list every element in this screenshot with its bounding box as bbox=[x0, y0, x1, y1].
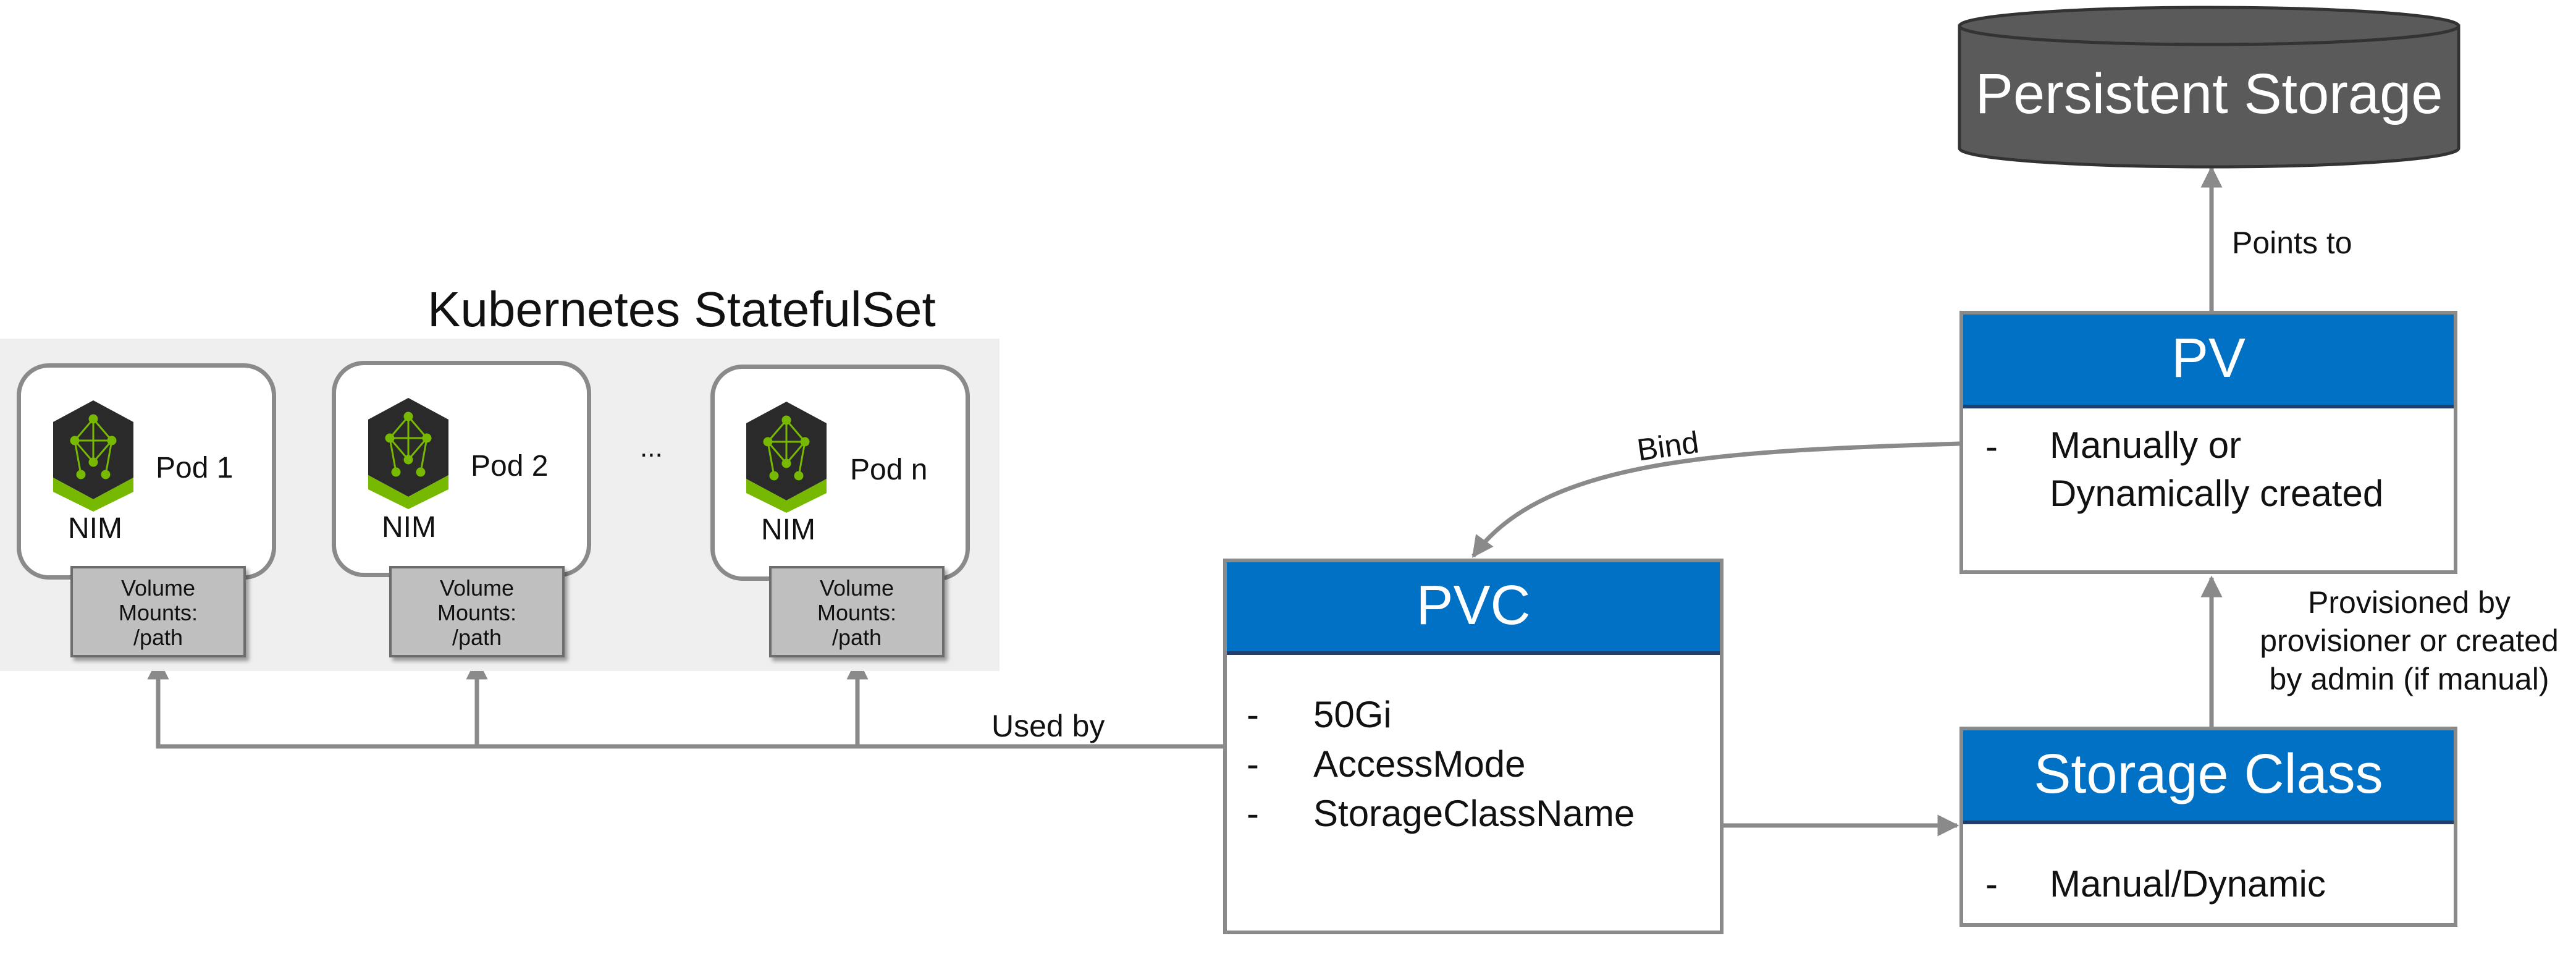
volume-mounts-line1: Volume bbox=[120, 575, 196, 601]
pod-label-n: Pod n bbox=[850, 454, 928, 486]
bind-connector bbox=[1471, 441, 1960, 558]
volume-mounts-path: /path bbox=[831, 625, 882, 650]
volume-mounts-line2: Mounts: bbox=[437, 600, 517, 625]
nim-label-1: NIM bbox=[68, 512, 122, 545]
pod-label-1: Pod 1 bbox=[156, 452, 234, 484]
provisioned-line2: provisioner or created bbox=[2260, 623, 2559, 658]
pvc-bullet: - bbox=[1247, 694, 1259, 735]
pv-item-line2: Dynamically created bbox=[2050, 473, 2384, 514]
pvc-item-size: 50Gi bbox=[1313, 694, 1392, 735]
volume-mounts-path: /path bbox=[133, 625, 183, 650]
pod-label-2: Pod 2 bbox=[471, 450, 549, 483]
pvc-title: PVC bbox=[1416, 575, 1531, 636]
volume-mounts-path: /path bbox=[452, 625, 502, 650]
points-to-label: Points to bbox=[2232, 226, 2352, 260]
volume-mounts-line2: Mounts: bbox=[817, 600, 897, 625]
provisioned-line1: Provisioned by bbox=[2308, 585, 2511, 620]
pvc-item-storage-class-name: StorageClassName bbox=[1313, 793, 1635, 834]
storage-class-item: Manual/Dynamic bbox=[2050, 863, 2326, 905]
pvc-item-access-mode: AccessMode bbox=[1313, 743, 1526, 785]
persistent-storage-title: Persistent Storage bbox=[1975, 62, 2443, 125]
nim-label-2: NIM bbox=[382, 511, 436, 544]
pv-item-line1: Manually or bbox=[2050, 424, 2242, 466]
nim-cube-icon bbox=[53, 400, 133, 512]
persistent-storage-cylinder bbox=[1958, 6, 2460, 169]
volume-mounts-line1: Volume bbox=[819, 575, 894, 601]
volume-mounts-line2: Mounts: bbox=[118, 600, 198, 625]
storage-class-box: Storage Class bbox=[1959, 727, 2457, 927]
pvc-bullet: - bbox=[1247, 743, 1259, 785]
pvc-box: PVC bbox=[1223, 559, 1724, 934]
used-by-label: Used by bbox=[991, 709, 1105, 743]
volume-mounts-1: Volume Mounts: /path bbox=[70, 566, 246, 657]
nim-cube-icon bbox=[746, 402, 827, 513]
volume-mounts-2: Volume Mounts: /path bbox=[389, 566, 565, 657]
volume-mounts-n: Volume Mounts: /path bbox=[769, 566, 945, 657]
storage-class-title: Storage Class bbox=[2034, 743, 2383, 805]
storage-class-bullet: - bbox=[1985, 863, 1998, 905]
pv-bullet: - bbox=[1985, 426, 1998, 467]
nim-label-n: NIM bbox=[761, 513, 815, 546]
pod-card-1 bbox=[17, 363, 276, 580]
used-by-connector bbox=[147, 657, 1226, 749]
storage-class-header: Storage Class bbox=[1963, 730, 2454, 824]
nim-cube-icon bbox=[368, 398, 448, 509]
statefulset-title: Kubernetes StatefulSet bbox=[427, 282, 936, 337]
provisioned-label: Provisioned by provisioner or created by… bbox=[2218, 583, 2576, 698]
pvc-header: PVC bbox=[1227, 562, 1720, 655]
pvc-bullet: - bbox=[1247, 793, 1259, 834]
pv-box: PV bbox=[1959, 311, 2457, 574]
pv-header: PV bbox=[1963, 314, 2454, 408]
pods-ellipsis: ... bbox=[640, 433, 663, 463]
volume-mounts-line1: Volume bbox=[439, 575, 515, 601]
provisioned-line3: by admin (if manual) bbox=[2269, 662, 2549, 696]
pv-title: PV bbox=[2171, 327, 2246, 389]
